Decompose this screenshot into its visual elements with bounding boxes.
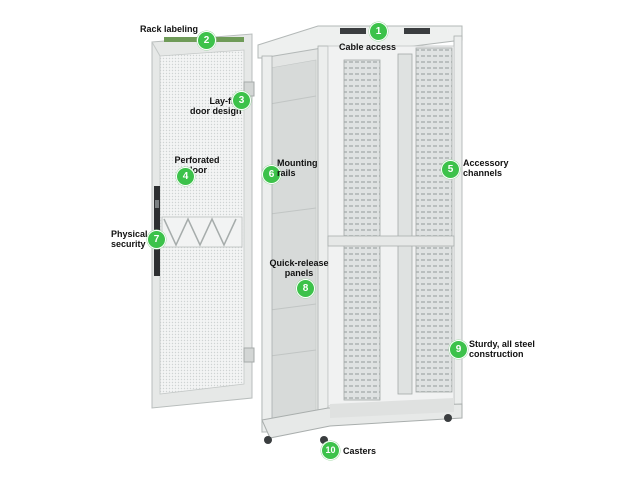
callout-5-line-2: channels <box>463 168 503 178</box>
callout-label-mounting-rails: Mounting rails <box>277 158 317 178</box>
callout-3-line-2: door design <box>190 106 242 116</box>
accessory-channel <box>415 47 453 393</box>
callout-4-line-2: door <box>187 165 207 175</box>
callout-9-line-2: construction <box>469 349 524 359</box>
callout-6-line-1: Mounting <box>277 158 318 168</box>
callout-8-line-1: Quick-release <box>269 258 329 268</box>
callout-7-line-2: security <box>111 239 146 249</box>
callout-badge-8: 8 <box>296 279 315 298</box>
callout-label-accessory-channels: Accessory channels <box>463 158 509 178</box>
mounting-rail <box>343 59 381 401</box>
callout-label-cable-access: Cable access <box>339 42 397 52</box>
callout-badge-1: 1 <box>369 22 388 41</box>
callout-badge-3: 3 <box>232 91 251 110</box>
security-bracing <box>161 216 243 248</box>
callout-badge-9: 9 <box>449 340 468 359</box>
callout-badge-2: 2 <box>197 31 216 50</box>
callout-4-line-1: Perforated <box>174 155 220 165</box>
rack-frame <box>257 25 463 444</box>
callout-label-physical-security: Physical security <box>111 229 148 249</box>
cable-access-port <box>404 28 430 34</box>
callout-6-line-2: rails <box>277 168 296 178</box>
callout-badge-5: 5 <box>441 160 460 179</box>
perforated-door <box>151 33 255 409</box>
callout-label-rack-labeling: Rack labeling <box>140 24 199 34</box>
callout-9-line-1: Sturdy, all steel <box>469 339 535 349</box>
callout-badge-10: 10 <box>321 441 340 460</box>
caster <box>264 436 272 444</box>
callout-5-line-1: Accessory <box>463 158 509 168</box>
callout-7-line-1: Physical <box>111 229 148 239</box>
callout-badge-4: 4 <box>176 167 195 186</box>
callout-label-sturdy-construction: Sturdy, all steel construction <box>469 339 535 359</box>
callout-label-perforated-door: Perforated door <box>172 155 222 175</box>
callout-label-quick-release: Quick-release panels <box>264 258 334 278</box>
callout-8-line-2: panels <box>284 268 314 278</box>
callout-label-casters: Casters <box>343 446 377 456</box>
callout-badge-6: 6 <box>262 165 281 184</box>
callout-badge-7: 7 <box>147 230 166 249</box>
caster <box>444 414 452 422</box>
callout-3-line-1: Lay-flat <box>209 96 242 106</box>
cable-access-port <box>340 28 366 34</box>
callout-label-lay-flat: Lay-flat door design <box>190 96 242 116</box>
